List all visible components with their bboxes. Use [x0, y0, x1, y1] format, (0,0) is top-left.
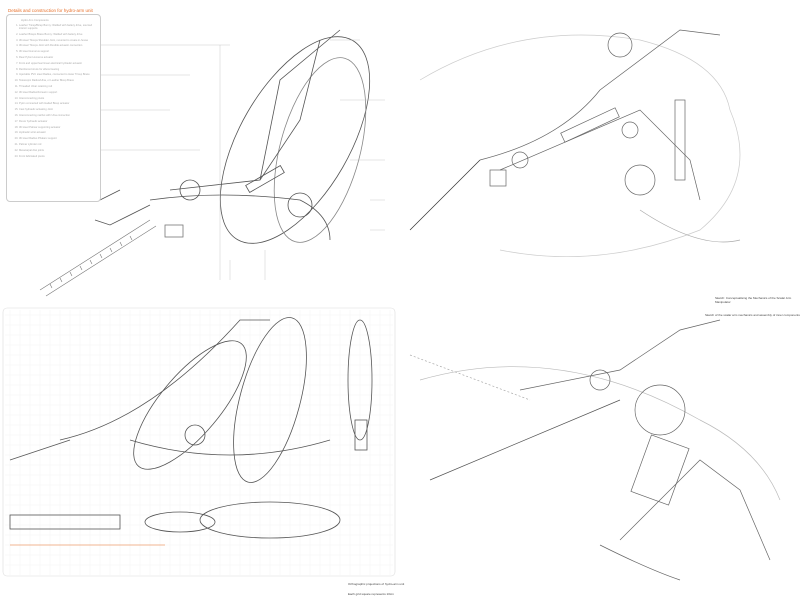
legend-item: 3D-steel Triceps Joint with Flexible act…	[19, 44, 98, 47]
hydro-arm-detail-drawing	[39, 29, 385, 297]
components-legend: Hydro Arm Components Leather Tricep/Bice…	[6, 14, 101, 202]
legend-item: Metacarpal disc joints	[19, 149, 98, 152]
scalar-arm-sketch-top	[409, 29, 741, 258]
legend-item: 3D steel Palmar supporting actuator	[19, 126, 98, 129]
legend-item: Interconnecting ratchet with Ulna connec…	[19, 114, 98, 117]
legend-item: Interconnecting pivots	[19, 97, 98, 100]
legend-item: Rear Pylon Humerus actuator	[19, 56, 98, 59]
scale-note: Each grid square represents 10cm	[348, 592, 394, 596]
legend-item: Palmar cylinder rod	[19, 143, 98, 146]
legend-list: Leather Tricep/Bicep Bunny: Welded with …	[7, 24, 100, 158]
legend-item: Injectable PVC steel Radius, connected t…	[19, 73, 98, 76]
legend-item: Front fabricated pivots	[19, 155, 98, 158]
legend-item: Pylon connected with loaded Bicep actuat…	[19, 102, 98, 105]
orthographic-projection	[2, 307, 396, 577]
legend-item: Threaded Ulnar retaining rod	[19, 85, 98, 88]
detail-title: Details and construction for hydro-arm u…	[8, 8, 93, 13]
legend-item: 3D steel Radius Phalanx support	[19, 137, 98, 140]
legend-item: 3D steel Humerus support	[19, 50, 98, 53]
orthographic-caption: Orthographic projections of hydro-arm un…	[348, 582, 405, 586]
top-sketch-caption: Sketch: Conceptualising the Mechanics of…	[715, 296, 792, 304]
legend-item: Cast hydraulic actuating Joint	[19, 108, 98, 111]
legend-item: Reinforced struts for elbow bearing	[19, 68, 98, 71]
legend-item: Hydraulic wrist actuator	[19, 131, 98, 134]
scalar-arm-sketch-bottom	[409, 319, 781, 581]
legend-item: Telescopic Radius/Ulna, or Leather Bicep…	[19, 79, 98, 82]
bottom-sketch-caption: Sketch of the scalar arm mechanics and a…	[705, 313, 800, 317]
legend-item: 3D steel Radius/Forearm support	[19, 91, 98, 94]
legend-item: Leather Biceps Brace Bunny: Welded with …	[19, 33, 98, 36]
legend-heading: Hydro Arm Components	[21, 19, 49, 22]
legend-item: Front and upper/rear linear electrical h…	[19, 62, 98, 65]
legend-item: Flexor hydraulic actuator	[19, 120, 98, 123]
legend-item: Leather Tricep/Bicep Bunny: Welded with …	[19, 24, 98, 30]
legend-item: 3D-steel Triceps Shoulder Joint, mounted…	[19, 39, 98, 42]
